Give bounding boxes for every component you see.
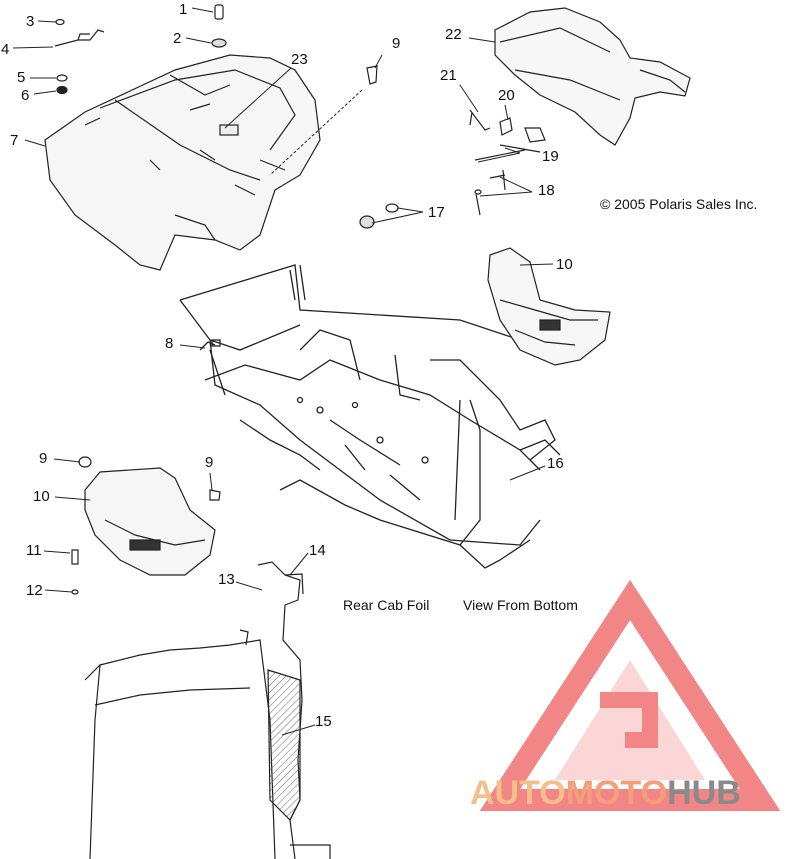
callout-22: 22 bbox=[445, 26, 462, 43]
callout-13: 13 bbox=[218, 571, 235, 588]
callout-8: 8 bbox=[165, 335, 174, 352]
seat-latch-hardware bbox=[469, 109, 546, 216]
callout-5: 5 bbox=[17, 69, 26, 86]
callout-3: 3 bbox=[26, 13, 35, 30]
callout-19: 19 bbox=[542, 148, 559, 165]
callout-7: 7 bbox=[10, 132, 19, 149]
watermark-text: AUTOMOTOHUB bbox=[470, 776, 741, 810]
footwell-right bbox=[487, 247, 611, 366]
callout-18: 18 bbox=[538, 182, 555, 199]
callout-4: 4 bbox=[1, 41, 10, 58]
callout-21: 21 bbox=[440, 67, 457, 84]
leader-lines bbox=[12, 7, 554, 736]
callout-12: 12 bbox=[26, 582, 43, 599]
callout-2: 2 bbox=[173, 30, 182, 47]
watermark-part-2: MOTO bbox=[565, 774, 668, 812]
callout-14: 14 bbox=[309, 542, 326, 559]
footwell-left bbox=[71, 456, 221, 595]
rear-cab-foil bbox=[84, 561, 331, 859]
callout-17: 17 bbox=[428, 204, 445, 221]
callout-11: 11 bbox=[26, 542, 42, 559]
callout-16: 16 bbox=[547, 455, 564, 472]
view-caption-left: Rear Cab Foil bbox=[343, 597, 430, 613]
rear-fender bbox=[44, 54, 321, 271]
callout-9-left: 9 bbox=[39, 450, 48, 467]
hardware-17 bbox=[359, 203, 399, 229]
callout-6: 6 bbox=[21, 87, 30, 104]
callout-9-mid: 9 bbox=[205, 454, 214, 471]
watermark-part-1: AUTO bbox=[470, 774, 566, 812]
callout-10-left: 10 bbox=[33, 488, 50, 505]
view-caption-right: View From Bottom bbox=[463, 597, 578, 613]
callout-10-right: 10 bbox=[556, 256, 573, 273]
callout-1: 1 bbox=[179, 1, 188, 18]
hardware-top-left bbox=[54, 4, 378, 95]
watermark-logo bbox=[479, 579, 781, 811]
callout-15: 15 bbox=[315, 713, 332, 730]
seat bbox=[494, 7, 691, 146]
copyright-text: © 2005 Polaris Sales Inc. bbox=[600, 196, 758, 212]
callout-20: 20 bbox=[498, 87, 515, 104]
callout-23: 23 bbox=[291, 51, 308, 68]
watermark-part-3: HUB bbox=[667, 774, 741, 812]
callout-9-top: 9 bbox=[392, 35, 401, 52]
